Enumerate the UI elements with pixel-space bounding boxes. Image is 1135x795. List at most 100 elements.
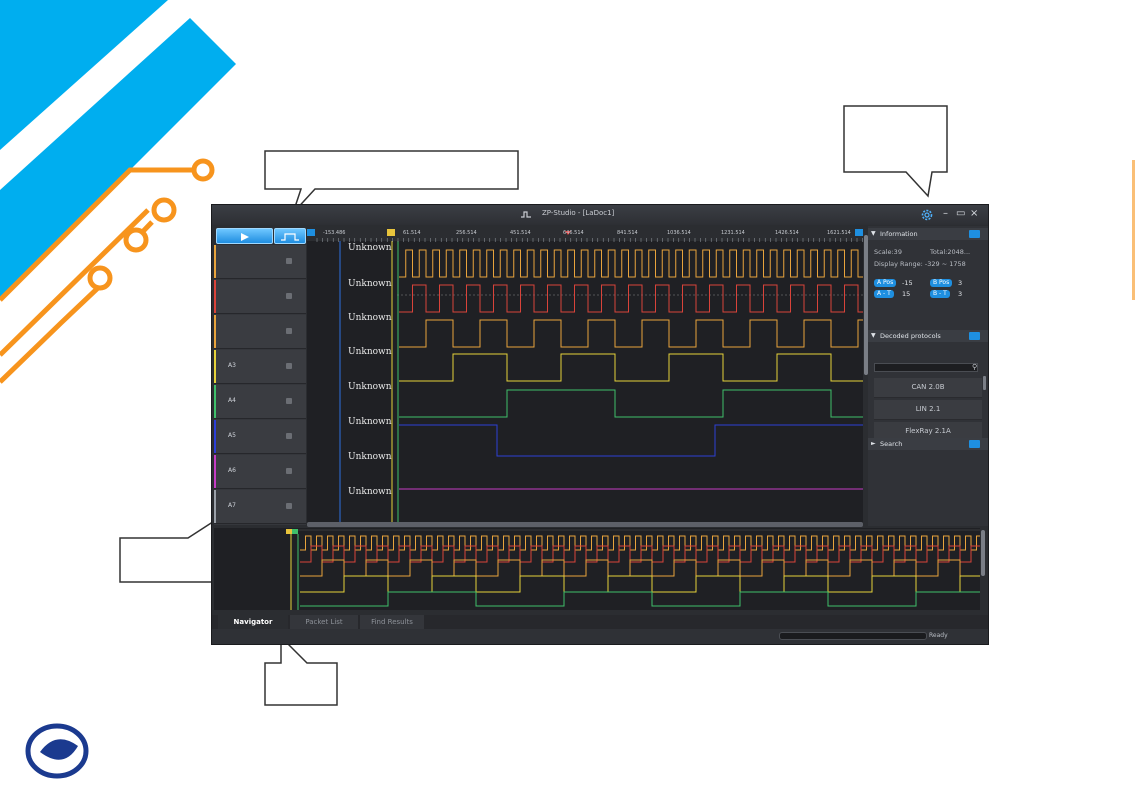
add-protocol-button[interactable] (969, 332, 980, 340)
title-bar[interactable]: ZP-Studio - [LaDoc1] – ▭ × (212, 205, 988, 225)
nav-cursor-b-marker[interactable] (292, 529, 298, 534)
protocol-item[interactable]: LIN 2.1 (874, 400, 982, 420)
circuit-traces (0, 158, 215, 384)
protocol-search-input[interactable] (874, 363, 978, 372)
decode-label: Unknown (348, 279, 392, 289)
channel-toggle[interactable] (286, 328, 292, 334)
channel-row[interactable] (214, 280, 306, 314)
collapse-arrow-icon: ▼ (871, 230, 876, 237)
channel-row[interactable] (214, 245, 306, 279)
waveform-trace (300, 559, 980, 577)
navigator-scrollbar[interactable] (981, 530, 985, 576)
decode-label: Unknown (348, 382, 392, 392)
app-logo-icon (521, 211, 531, 218)
waveform-view[interactable] (307, 227, 863, 524)
information-header[interactable]: ▼ Information (868, 228, 988, 240)
ruler-left-marker (307, 229, 315, 236)
channel-list: A3 A4 A5 A6 A7 (214, 245, 306, 525)
channel-row[interactable]: A3 (214, 350, 306, 384)
nav-cursor-a-marker[interactable] (286, 529, 292, 534)
search-options-button[interactable] (969, 440, 980, 448)
decode-label: Unknown (348, 243, 392, 253)
channel-toggle[interactable] (286, 468, 292, 474)
channel-toggle[interactable] (286, 258, 292, 264)
search-icon[interactable]: ⚲ (972, 363, 978, 371)
waveform-trace (399, 389, 863, 418)
search-header[interactable]: ► Search (868, 438, 988, 450)
waveform-trace (399, 249, 863, 278)
app-window: ZP-Studio - [LaDoc1] – ▭ × (211, 204, 989, 645)
waveform-trace (399, 424, 863, 457)
channel-row[interactable] (214, 315, 306, 349)
expand-arrow-icon: ► (871, 440, 876, 447)
a-t-badge: A - T (874, 290, 894, 298)
b-t-badge: B - T (930, 290, 950, 298)
navigator-channel-list (214, 528, 286, 610)
channel-toggle[interactable] (286, 363, 292, 369)
channel-toggle[interactable] (286, 398, 292, 404)
repeat-run-button[interactable] (274, 228, 306, 244)
minimize-button[interactable]: – (943, 208, 948, 219)
decoded-protocols-header[interactable]: ▼ Decoded protocols (868, 330, 988, 342)
pulse-wave-icon (281, 233, 299, 241)
decode-label: Unknown (348, 487, 392, 497)
callout-title-bar (264, 150, 519, 214)
channel-row[interactable]: A5 (214, 420, 306, 454)
callout-settings (843, 105, 948, 198)
tab-packet-list[interactable]: Packet List (290, 615, 358, 629)
bottom-tab-bar: Navigator Packet List Find Results (212, 615, 988, 629)
channel-toggle[interactable] (286, 503, 292, 509)
waveform-trace (399, 319, 863, 348)
a-pos-badge: A Pos (874, 279, 897, 287)
time-ruler[interactable]: -153.486 61.514 256.514 451.514 646.514 … (307, 227, 863, 242)
status-text: Ready (929, 632, 948, 639)
waveform-trace (300, 535, 980, 551)
close-button[interactable]: × (970, 208, 979, 219)
ruler-label: 841.514 (617, 230, 638, 236)
trigger-marker (565, 231, 571, 235)
channel-toggle[interactable] (286, 293, 292, 299)
window-title: ZP-Studio - [LaDoc1] (542, 209, 615, 217)
waveform-trace (399, 353, 863, 382)
scale-text: Scale:39 (874, 248, 902, 256)
progress-bar (779, 632, 927, 640)
waveform-trace (399, 284, 863, 313)
collapse-arrow-icon: ▼ (871, 332, 876, 339)
info-options-button[interactable] (969, 230, 980, 238)
channel-row[interactable]: A7 (214, 490, 306, 524)
channel-toggle[interactable] (286, 433, 292, 439)
zeroplus-logo-icon (25, 723, 89, 779)
play-icon (241, 233, 249, 241)
waveform-horizontal-scrollbar[interactable] (307, 522, 863, 527)
protocol-item[interactable]: CAN 2.0B (874, 378, 982, 398)
tab-find-results[interactable]: Find Results (360, 615, 424, 629)
navigator-view[interactable] (286, 528, 980, 610)
waveform-vertical-scroll-thumb[interactable] (864, 235, 868, 375)
maximize-button[interactable]: ▭ (956, 208, 966, 219)
blue-stripe-middle (0, 18, 236, 300)
ruler-ticks (307, 229, 863, 242)
ruler-label: 1621.514 (827, 230, 851, 236)
blue-stripe-top (0, 0, 168, 150)
waveform-trace (300, 591, 980, 607)
channel-row[interactable]: A6 (214, 455, 306, 489)
channel-row[interactable]: A4 (214, 385, 306, 419)
decode-label: Unknown (348, 417, 392, 427)
waveform-vertical-scrollbar[interactable] (864, 227, 868, 524)
display-range-text: Display Range: -329 ~ 1758 (874, 260, 966, 268)
a-t-value: 15 (902, 290, 911, 298)
waveform-trace (300, 575, 980, 593)
b-pos-value: 3 (958, 279, 963, 287)
run-button[interactable] (216, 228, 273, 244)
channel-waveforms (399, 249, 863, 490)
tab-navigator[interactable]: Navigator (218, 615, 288, 629)
cursor-a-marker[interactable] (387, 229, 395, 236)
gear-icon[interactable] (920, 208, 934, 222)
callout-tabs (264, 635, 338, 706)
status-bar: Ready (212, 629, 988, 644)
a-pos-value: -15 (902, 279, 913, 287)
protocol-list-scrollbar[interactable] (983, 376, 986, 390)
ruler-label: 61.514 (403, 230, 421, 236)
waveform-trace (300, 545, 980, 563)
